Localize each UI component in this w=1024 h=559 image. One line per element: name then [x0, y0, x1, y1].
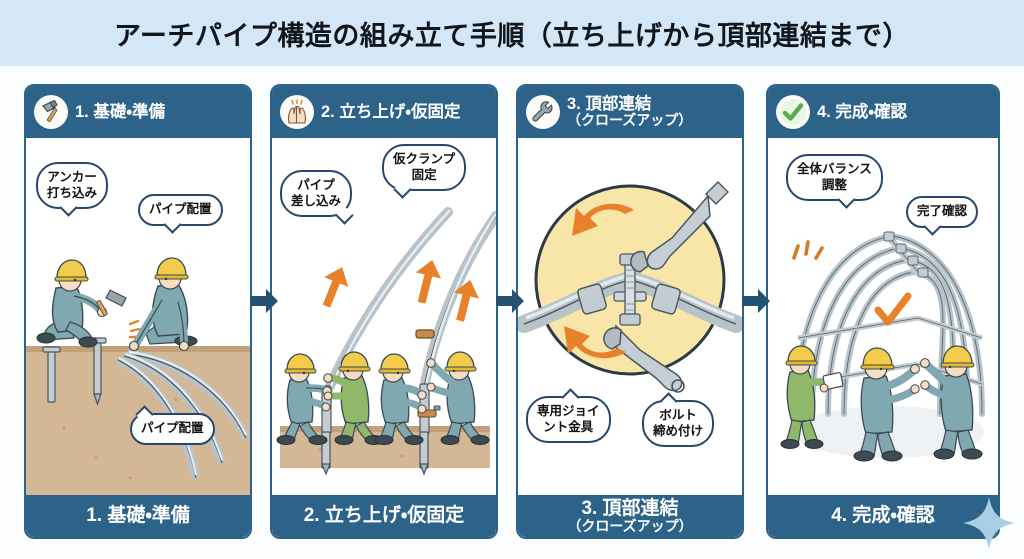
panel-4-title: 4. 完成・確認 [817, 102, 907, 121]
bubble-dedicated-joint: 専用ジョイ ント金具 [526, 388, 611, 444]
panel-3-subtitle: （クローズアップ） [567, 112, 693, 129]
panel-step-3: 3. 頂部連結 （クローズアップ） [516, 84, 744, 539]
bubble-completion-check: 完了確認 [906, 196, 979, 236]
panel-2-header: 2. 立ち上げ・仮固定 [272, 86, 496, 138]
panel-4-header: 4. 完成・確認 [768, 86, 998, 138]
panel-3-title: 3. 頂部連結 （クローズアップ） [567, 94, 693, 129]
arrow-3-to-4 [742, 288, 770, 314]
panel-3-footer: 3. 頂部連結 （クローズアップ） [518, 495, 742, 537]
bubble-pipe-insertion: パイプ 差し込み [280, 170, 354, 225]
bubble-pipe-layout-top: パイプ配置 [138, 194, 223, 234]
raising-hands-icon [280, 95, 314, 129]
panel-2-footer: 2. 立ち上げ・仮固定 [272, 495, 496, 537]
panel-step-1: 1. 基礎・準備 [24, 84, 252, 539]
process-diagram-board: 1. 基礎・準備 [0, 66, 1024, 559]
panel-step-2: 2. 立ち上げ・仮固定 [270, 84, 498, 539]
bubble-temp-clamp: 仮クランプ 固定 [382, 144, 467, 199]
panel-3-header: 3. 頂部連結 （クローズアップ） [518, 86, 742, 138]
sparkle-icon [960, 494, 1018, 557]
arrow-2-to-3 [496, 288, 524, 314]
check-circle-icon [776, 95, 810, 129]
bubble-anchor-driving: アンカー 打ち込み [36, 162, 109, 217]
title-band: アーチパイプ構造の組み立て手順（立ち上げから頂部連結まで） [0, 0, 1024, 66]
hammer-icon [34, 95, 68, 129]
bubble-overall-balance: 全体バランス 調整 [786, 154, 883, 209]
panel-1-title: 1. 基礎・準備 [75, 102, 165, 121]
wrench-icon [526, 95, 560, 129]
panel-2-illustration: パイプ 差し込み 仮クランプ 固定 [272, 138, 496, 495]
panel-1-footer-title: 1. 基礎・準備 [86, 505, 190, 527]
panel-3-footer-subtitle: （クローズアップ） [567, 517, 693, 534]
panel-4-illustration: 全体バランス 調整 完了確認 [768, 138, 998, 495]
panel-2-footer-title: 2. 立ち上げ・仮固定 [303, 505, 465, 527]
panel-4-footer-title: 4. 完成・確認 [831, 505, 935, 527]
panel-4-footer: 4. 完成・確認 [768, 495, 998, 537]
panel-3-footer-title: 3. 頂部連結 （クローズアップ） [567, 497, 693, 534]
page-title: アーチパイプ構造の組み立て手順（立ち上げから頂部連結まで） [114, 20, 910, 51]
bubble-bolt-tightening: ボルト 締め付け [642, 392, 715, 448]
bubble-pipe-layout-bottom: パイプ配置 [130, 405, 215, 445]
arrow-1-to-2 [250, 288, 278, 314]
panel-step-4: 4. 完成・確認 [766, 84, 1000, 539]
panel-3-illustration: 専用ジョイ ント金具 ボルト 締め付け [518, 138, 742, 495]
panel-1-header: 1. 基礎・準備 [26, 86, 250, 138]
panel-2-title: 2. 立ち上げ・仮固定 [321, 102, 461, 121]
panel-1-footer: 1. 基礎・準備 [26, 495, 250, 537]
panel-1-illustration: アンカー 打ち込み パイプ配置 パイプ配置 [26, 138, 250, 495]
